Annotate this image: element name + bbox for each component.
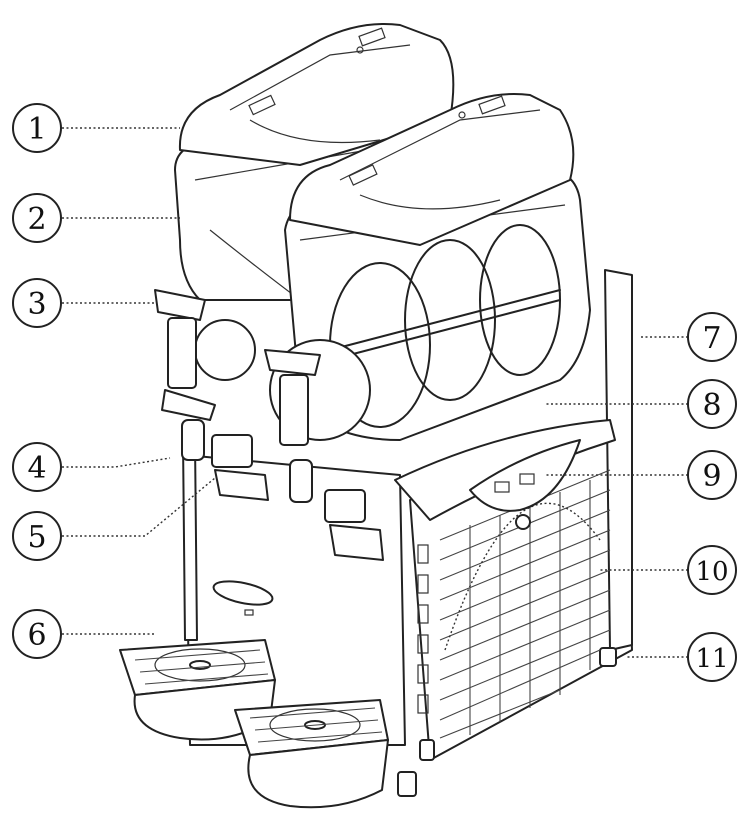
callout-7: 7 [688,313,736,361]
callout-7-label: 7 [702,321,721,356]
callout-4-label: 4 [27,451,46,486]
right-drip-tray [235,700,388,807]
callout-9: 9 [688,451,736,499]
callout-2-label: 2 [27,202,46,237]
callout-9-label: 9 [702,459,721,494]
callout-1-label: 1 [27,112,46,147]
callout-6: 6 [13,610,61,658]
callout-10-label: 10 [695,557,728,587]
callout-5-label: 5 [27,520,46,555]
callout-4: 4 [13,443,61,491]
callout-3: 3 [13,279,61,327]
callout-3-label: 3 [27,287,46,322]
callout-10: 10 [688,546,736,594]
callout-11-label: 11 [695,644,728,674]
callout-2: 2 [13,194,61,242]
callout-8: 8 [688,380,736,428]
callout-1: 1 [13,104,61,152]
callout-11: 11 [688,633,736,681]
callout-6-label: 6 [27,618,46,653]
callout-8-label: 8 [702,388,721,423]
callout-5: 5 [13,512,61,560]
